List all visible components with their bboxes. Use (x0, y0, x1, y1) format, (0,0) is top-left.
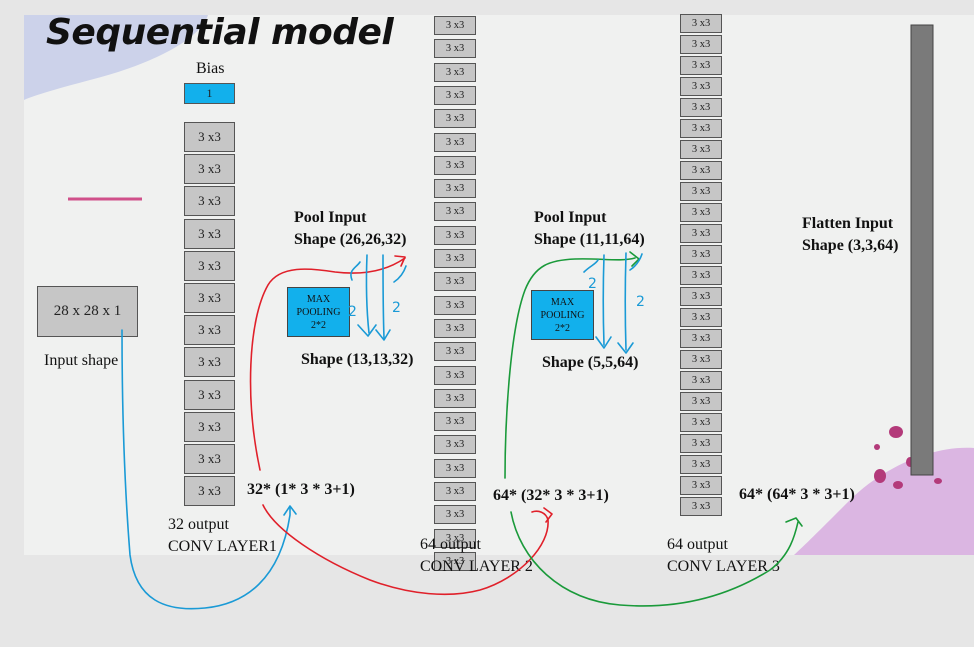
slide-canvas (24, 15, 974, 555)
conv2-kernel-box: 3 x3 (434, 365, 476, 385)
conv3-kernel-box: 3 x3 (680, 497, 722, 516)
conv2-kernel-box: 3 x3 (434, 16, 476, 35)
conv3-kernel-box: 3 x3 (680, 14, 722, 33)
conv2-kernel-box: 3 x3 (434, 62, 476, 82)
conv2-kernel-box: 3 x3 (434, 388, 476, 408)
conv2-layer-label: CONV LAYER 2 (420, 558, 533, 575)
conv3-kernel-box: 3 x3 (680, 98, 722, 117)
conv2-kernel-box: 3 x3 (434, 458, 476, 478)
conv1-kernel-box: 3 x3 (184, 476, 235, 507)
conv1-kernel-box: 3 x3 (184, 218, 235, 249)
conv3-kernel-box: 3 x3 (680, 35, 722, 54)
conv3-kernel-box: 3 x3 (680, 224, 722, 243)
input-shape-box: 28 x 28 x 1 (37, 286, 138, 337)
bias-box: 1 (184, 83, 235, 104)
pool2-box-label: MAX POOLING 2*2 (540, 296, 585, 334)
conv3-kernel-box: 3 x3 (680, 392, 722, 411)
conv3-layer-label: CONV LAYER 3 (667, 558, 780, 575)
conv3-kernel-box: 3 x3 (680, 287, 722, 306)
conv3-kernel-box: 3 x3 (680, 245, 722, 264)
conv2-kernel-box: 3 x3 (434, 249, 476, 268)
pool1-box-label: MAX POOLING 2*2 (296, 293, 341, 331)
conv3-kernel-box: 3 x3 (680, 413, 722, 432)
bias-label: Bias (196, 60, 225, 77)
conv2-kernel-box: 3 x3 (434, 435, 476, 455)
conv1-kernel-box: 3 x3 (184, 444, 235, 474)
conv1-kernel-box: 3 x3 (184, 122, 235, 152)
conv1-formula: 32* (1* 3 * 3+1) (247, 481, 355, 498)
conv1-kernel-box: 3 x3 (184, 347, 235, 378)
conv3-kernel-box: 3 x3 (680, 350, 722, 369)
conv3-output-label: 64 output (667, 536, 728, 553)
conv3-formula: 64* (64* 3 * 3+1) (739, 486, 855, 503)
conv2-kernel-box: 3 x3 (434, 179, 476, 199)
bias-value: 1 (206, 86, 213, 100)
flatten-input-shape: Shape (3,3,64) (802, 237, 899, 254)
conv3-kernel-box: 3 x3 (680, 329, 722, 348)
conv2-kernel-box: 3 x3 (434, 225, 476, 245)
input-box-label: 28 x 28 x 1 (53, 303, 122, 319)
conv2-formula: 64* (32* 3 * 3+1) (493, 487, 609, 504)
conv1-kernel-box: 3 x3 (184, 379, 235, 410)
conv3-kernel-box: 3 x3 (680, 308, 722, 327)
conv1-output-label: 32 output (168, 516, 229, 533)
conv3-kernel-box: 3 x3 (680, 182, 722, 201)
conv1-kernel-box: 3 x3 (184, 283, 235, 313)
conv1-layer-label: CONV LAYER1 (168, 538, 277, 555)
conv3-kernel-box: 3 x3 (680, 434, 722, 453)
conv2-kernel-box: 3 x3 (434, 295, 476, 315)
conv3-kernel-box: 3 x3 (680, 476, 722, 495)
conv1-kernel-box: 3 x3 (184, 154, 235, 185)
conv3-kernel-box: 3 x3 (680, 119, 722, 138)
input-shape-caption: Input shape (44, 352, 119, 369)
conv3-kernel-box: 3 x3 (680, 371, 722, 390)
max-pooling-box-1: MAX POOLING 2*2 (287, 287, 350, 337)
max-pooling-box-2: MAX POOLING 2*2 (531, 290, 594, 340)
conv3-kernel-box: 3 x3 (680, 161, 722, 180)
flatten-input-title: Flatten Input (802, 215, 894, 232)
conv2-kernel-box: 3 x3 (434, 318, 476, 338)
conv2-kernel-box: 3 x3 (434, 109, 476, 129)
pool1-output-shape: Shape (13,13,32) (301, 351, 414, 368)
pool2-input-title: Pool Input (534, 209, 607, 226)
conv3-kernel-box: 3 x3 (680, 56, 722, 75)
conv2-kernel-box: 3 x3 (434, 272, 476, 292)
conv2-kernel-box: 3 x3 (434, 85, 476, 105)
conv2-output-label: 64 output (420, 536, 481, 553)
conv1-kernel-box: 3 x3 (184, 250, 235, 281)
conv2-kernel-box: 3 x3 (434, 412, 476, 432)
conv3-kernel-box: 3 x3 (680, 455, 722, 474)
conv1-kernel-box: 3 x3 (184, 315, 235, 346)
conv2-kernel-box: 3 x3 (434, 155, 476, 175)
conv3-kernel-box: 3 x3 (680, 203, 722, 222)
pool1-input-shape: Shape (26,26,32) (294, 231, 407, 248)
page-title: Sequential model (46, 12, 394, 53)
conv1-kernel-box: 3 x3 (184, 411, 235, 442)
conv2-kernel-box: 3 x3 (434, 342, 476, 362)
pool2-output-shape: Shape (5,5,64) (542, 354, 639, 371)
pool2-input-shape: Shape (11,11,64) (534, 231, 645, 248)
conv3-kernel-box: 3 x3 (680, 266, 722, 285)
conv2-kernel-box: 3 x3 (434, 132, 476, 152)
conv2-kernel-box: 3 x3 (434, 482, 476, 501)
conv1-kernel-box: 3 x3 (184, 186, 235, 217)
conv2-kernel-box: 3 x3 (434, 39, 476, 59)
conv3-kernel-box: 3 x3 (680, 77, 722, 96)
conv3-kernel-box: 3 x3 (680, 140, 722, 159)
conv2-kernel-box: 3 x3 (434, 505, 476, 525)
conv2-kernel-box: 3 x3 (434, 202, 476, 222)
pool1-input-title: Pool Input (294, 209, 367, 226)
